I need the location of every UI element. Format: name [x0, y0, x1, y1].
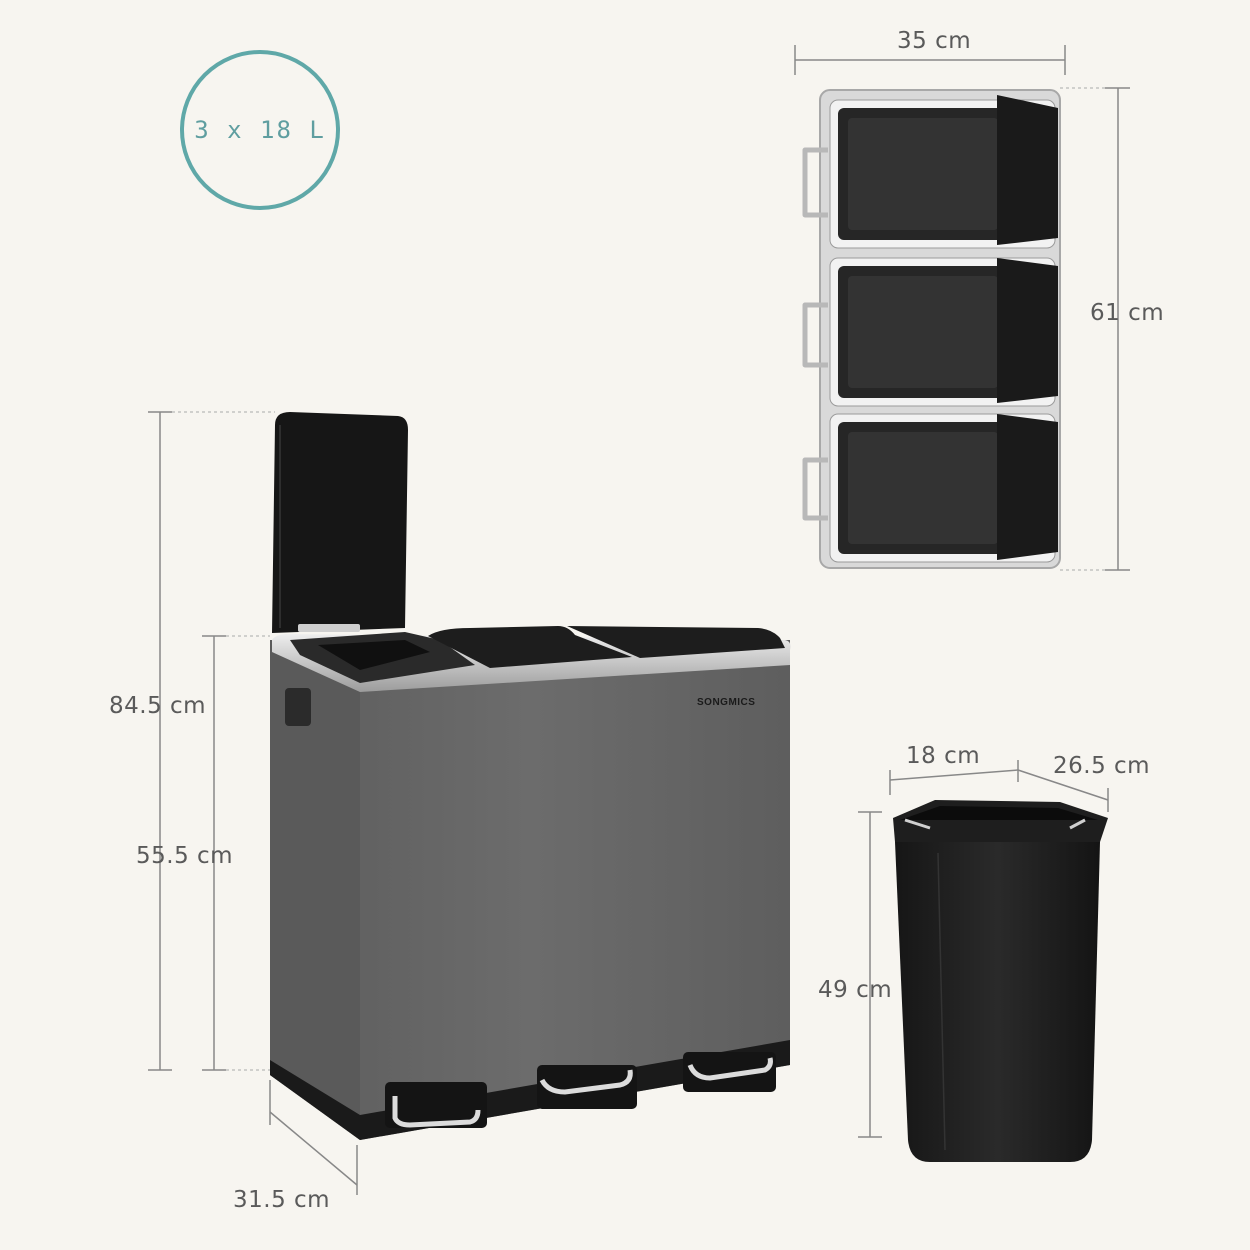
inner-depth-label: 26.5 cm: [1053, 753, 1151, 779]
top-width-label: 35 cm: [897, 28, 972, 54]
pedal-right: [683, 1052, 776, 1092]
pedal-left: [385, 1082, 487, 1128]
capacity-badge-text: 3 x 18 L: [194, 116, 326, 144]
main-bin: SONGMICS: [148, 411, 791, 1195]
height-lid-open-label: 84.5 cm: [109, 693, 207, 719]
top-view: [794, 45, 1130, 571]
capacity-badge: 3 x 18 L: [180, 50, 340, 210]
top-depth-label: 61 cm: [1090, 300, 1165, 326]
depth-label: 31.5 cm: [233, 1187, 331, 1213]
inner-bucket: [858, 760, 1109, 1162]
brand-logo: SONGMICS: [697, 697, 755, 708]
inner-height-label: 49 cm: [818, 977, 893, 1003]
height-label: 55.5 cm: [136, 843, 234, 869]
pedal-middle: [537, 1065, 637, 1109]
inner-width-label: 18 cm: [906, 743, 981, 769]
